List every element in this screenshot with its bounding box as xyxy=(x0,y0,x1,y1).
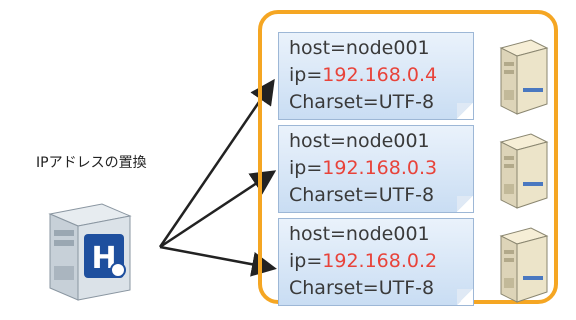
ip-value: 192.168.0.2 xyxy=(322,250,438,272)
target-server-icon-1 xyxy=(499,39,549,115)
config-note-2: host=node001 ip=192.168.0.3 Charset=UTF-… xyxy=(278,125,474,213)
diagram-caption: IPアドレスの置換 xyxy=(36,155,147,171)
host-text: host=node001 xyxy=(289,223,430,245)
ip-line: ip=192.168.0.2 xyxy=(289,248,473,275)
target-server-icon-3 xyxy=(499,227,549,303)
host-text: host=node001 xyxy=(289,37,430,59)
arrow-to-node-1 xyxy=(158,78,275,248)
charset-text: Charset=UTF-8 xyxy=(289,277,435,299)
charset-text: Charset=UTF-8 xyxy=(289,91,435,113)
ip-line: ip=192.168.0.3 xyxy=(289,155,473,182)
host-text: host=node001 xyxy=(289,130,430,152)
charset-text: Charset=UTF-8 xyxy=(289,184,435,206)
config-note-3: host=node001 ip=192.168.0.2 Charset=UTF-… xyxy=(278,218,474,306)
ip-label: ip= xyxy=(289,250,323,272)
arrow-to-node-3 xyxy=(159,245,277,277)
ip-line: ip=192.168.0.4 xyxy=(289,62,473,89)
ip-label: ip= xyxy=(289,64,323,86)
config-note-1: host=node001 ip=192.168.0.4 Charset=UTF-… xyxy=(278,32,474,120)
ip-value: 192.168.0.3 xyxy=(322,157,438,179)
source-server-icon: H xyxy=(48,203,132,301)
arrow-to-node-2 xyxy=(159,170,277,249)
target-server-icon-2 xyxy=(499,133,549,209)
ip-value: 192.168.0.4 xyxy=(322,64,438,86)
ip-label: ip= xyxy=(289,157,323,179)
